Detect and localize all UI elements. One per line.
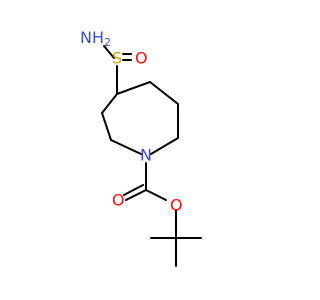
ring-bond-7 xyxy=(101,93,118,114)
amine-nh: NH xyxy=(80,28,104,47)
structure-diagram: NH2 S O N O O xyxy=(80,28,202,267)
amine-subscript: 2 xyxy=(104,36,111,49)
bond-s-nh2 xyxy=(103,45,115,59)
amine-label: NH2 xyxy=(80,28,111,49)
ring-bond-5 xyxy=(110,139,142,155)
bond-c-o-double-2 xyxy=(123,184,144,196)
ring-bond-6 xyxy=(101,112,112,141)
ring-bond-1 xyxy=(116,81,151,95)
ester-oxygen-label: O xyxy=(170,196,183,215)
bond-c-o-double-1 xyxy=(125,189,147,201)
ring-bond-2 xyxy=(149,81,179,105)
bond-c-o-ester xyxy=(145,189,167,201)
bonds xyxy=(101,45,202,267)
carbonyl-oxygen-label: O xyxy=(112,191,125,210)
molecule-canvas: NH2 S O N O O xyxy=(80,28,202,267)
ring-bond-4 xyxy=(150,137,179,155)
sulfur-label: S xyxy=(112,49,122,68)
sulfonyl-oxygen-label: O xyxy=(135,49,148,68)
ring-nitrogen-label: N xyxy=(140,146,152,165)
atom-labels: NH2 S O N O O xyxy=(80,28,183,215)
